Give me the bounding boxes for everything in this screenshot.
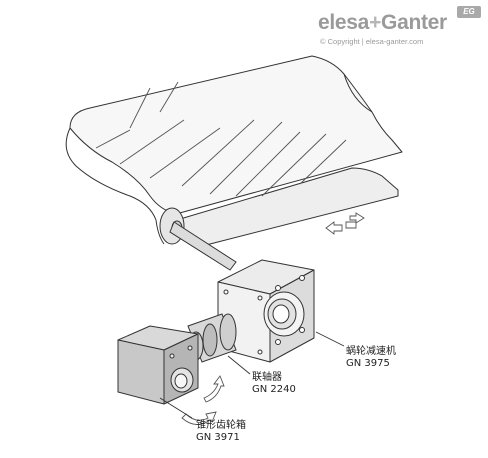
drive-shaft	[169, 221, 237, 271]
coupling-name: 联轴器	[252, 372, 282, 383]
worm-gearbox-name: 蜗轮减速机	[346, 346, 396, 357]
bevel-gearbox-code: GN 3971	[196, 432, 240, 443]
rotation-arrow-icon	[181, 375, 225, 425]
worm-gearbox-code: GN 3975	[346, 358, 390, 369]
direction-arrows-icon	[325, 212, 365, 235]
coupling-code: GN 2240	[252, 384, 296, 395]
brand-separator: +	[369, 11, 382, 34]
conveyor-belt	[65, 55, 403, 245]
bevel-gearbox-label: 锥形齿轮箱 GN 3971	[196, 420, 246, 444]
brand-name-right: Ganter	[381, 11, 447, 34]
worm-gearbox-label: 蜗轮减速机 GN 3975	[346, 346, 396, 370]
coupling-label: 联轴器 GN 2240	[252, 372, 296, 396]
coupling	[187, 313, 237, 363]
brand-name-left: elesa	[318, 11, 370, 34]
bevel-gearbox-name: 锥形齿轮箱	[196, 420, 246, 431]
bevel-gearbox	[117, 325, 199, 405]
callout-leaders	[159, 331, 345, 419]
worm-gearbox	[217, 259, 315, 363]
brand-badge: EG	[457, 6, 481, 18]
copyright-text: © Copyright | elesa-ganter.com	[320, 37, 424, 46]
brand-logo: elesa+Ganter	[318, 12, 447, 34]
